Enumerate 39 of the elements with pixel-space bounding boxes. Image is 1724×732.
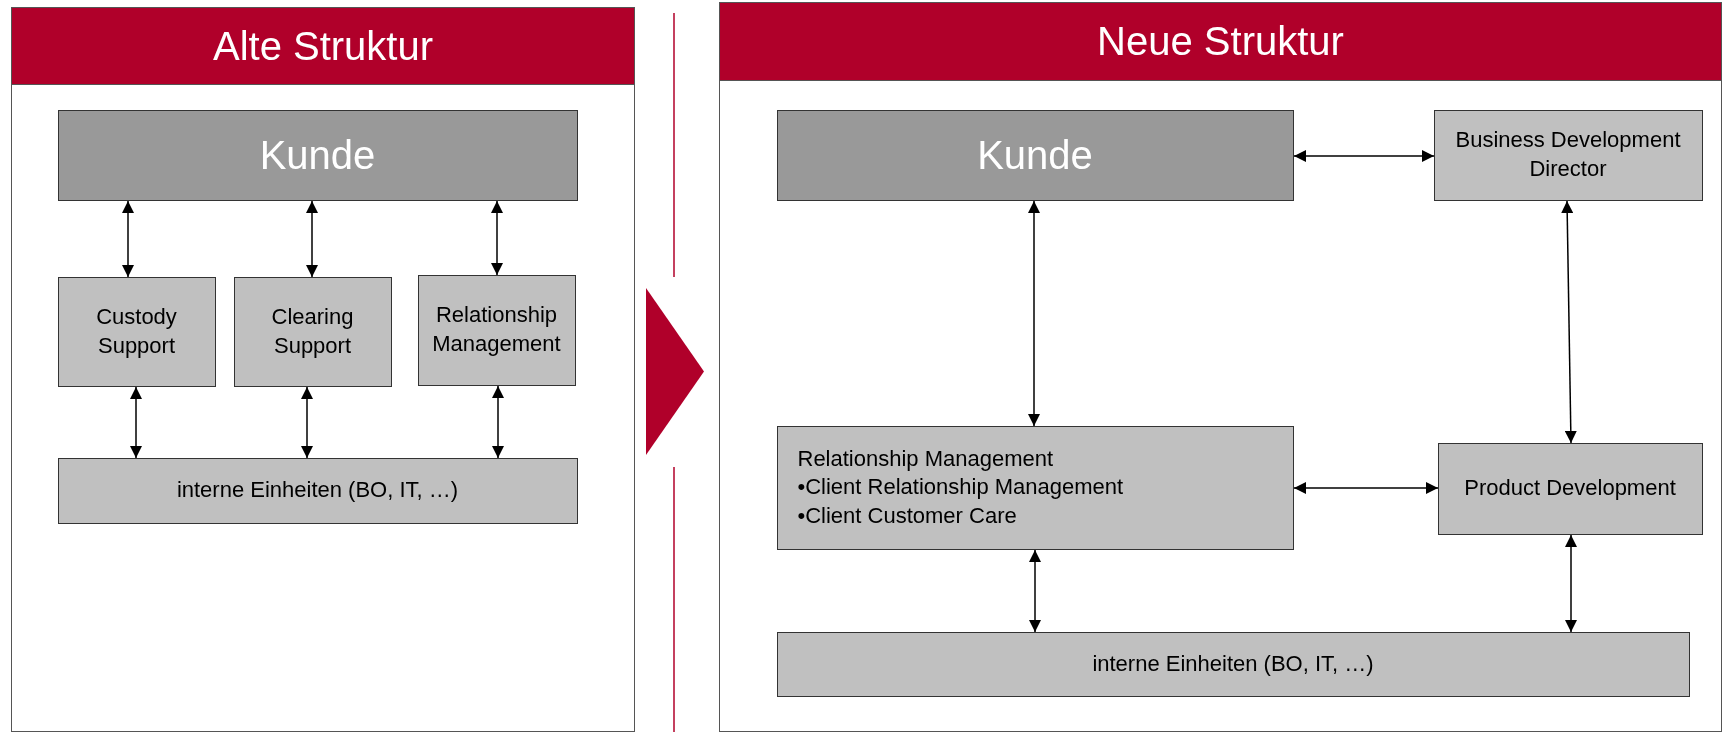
process-box — [57, 109, 578, 201]
process-box — [776, 425, 1294, 550]
process-box — [233, 276, 392, 387]
process-box — [776, 109, 1294, 201]
process-box — [1437, 442, 1703, 535]
bullet-item: •Client Relationship Management — [797, 473, 1124, 502]
panel-title: Neue Struktur — [720, 3, 1721, 81]
box-label: Relationship Management — [431, 301, 562, 358]
double-arrow — [1293, 150, 1435, 162]
double-arrow — [1293, 482, 1439, 494]
box-label: Business Development Director — [1454, 126, 1682, 183]
double-arrow — [306, 200, 318, 278]
double-arrow — [130, 386, 142, 459]
box-label: Kunde — [977, 132, 1093, 179]
box-label: Custody Support — [95, 302, 178, 360]
box-label: Clearing Support — [270, 302, 355, 360]
process-box — [417, 274, 576, 386]
double-arrow — [1029, 549, 1041, 633]
double-arrow — [122, 200, 134, 278]
process-box — [57, 457, 578, 524]
double-arrow — [491, 200, 503, 276]
box-label: interne Einheiten (BO, IT, …) — [176, 476, 459, 505]
box-label: Kunde — [259, 132, 376, 179]
double-arrow — [1561, 200, 1577, 444]
double-arrow — [301, 386, 313, 459]
double-arrow — [1028, 200, 1040, 427]
process-box — [776, 631, 1690, 697]
structure-panel — [719, 2, 1722, 732]
bullet-item: •Client Customer Care — [797, 501, 1017, 530]
process-box — [1433, 109, 1703, 201]
box-label: interne Einheiten (BO, IT, …) — [1092, 649, 1374, 678]
double-arrow — [492, 385, 504, 459]
structure-panel — [11, 7, 635, 732]
chevron-arrow — [646, 288, 704, 455]
panel-title: Alte Struktur — [12, 8, 634, 85]
box-label: Product Development — [1464, 474, 1676, 503]
box-label: Relationship Management — [797, 444, 1054, 473]
process-box — [57, 276, 216, 387]
double-arrow — [1565, 534, 1577, 633]
